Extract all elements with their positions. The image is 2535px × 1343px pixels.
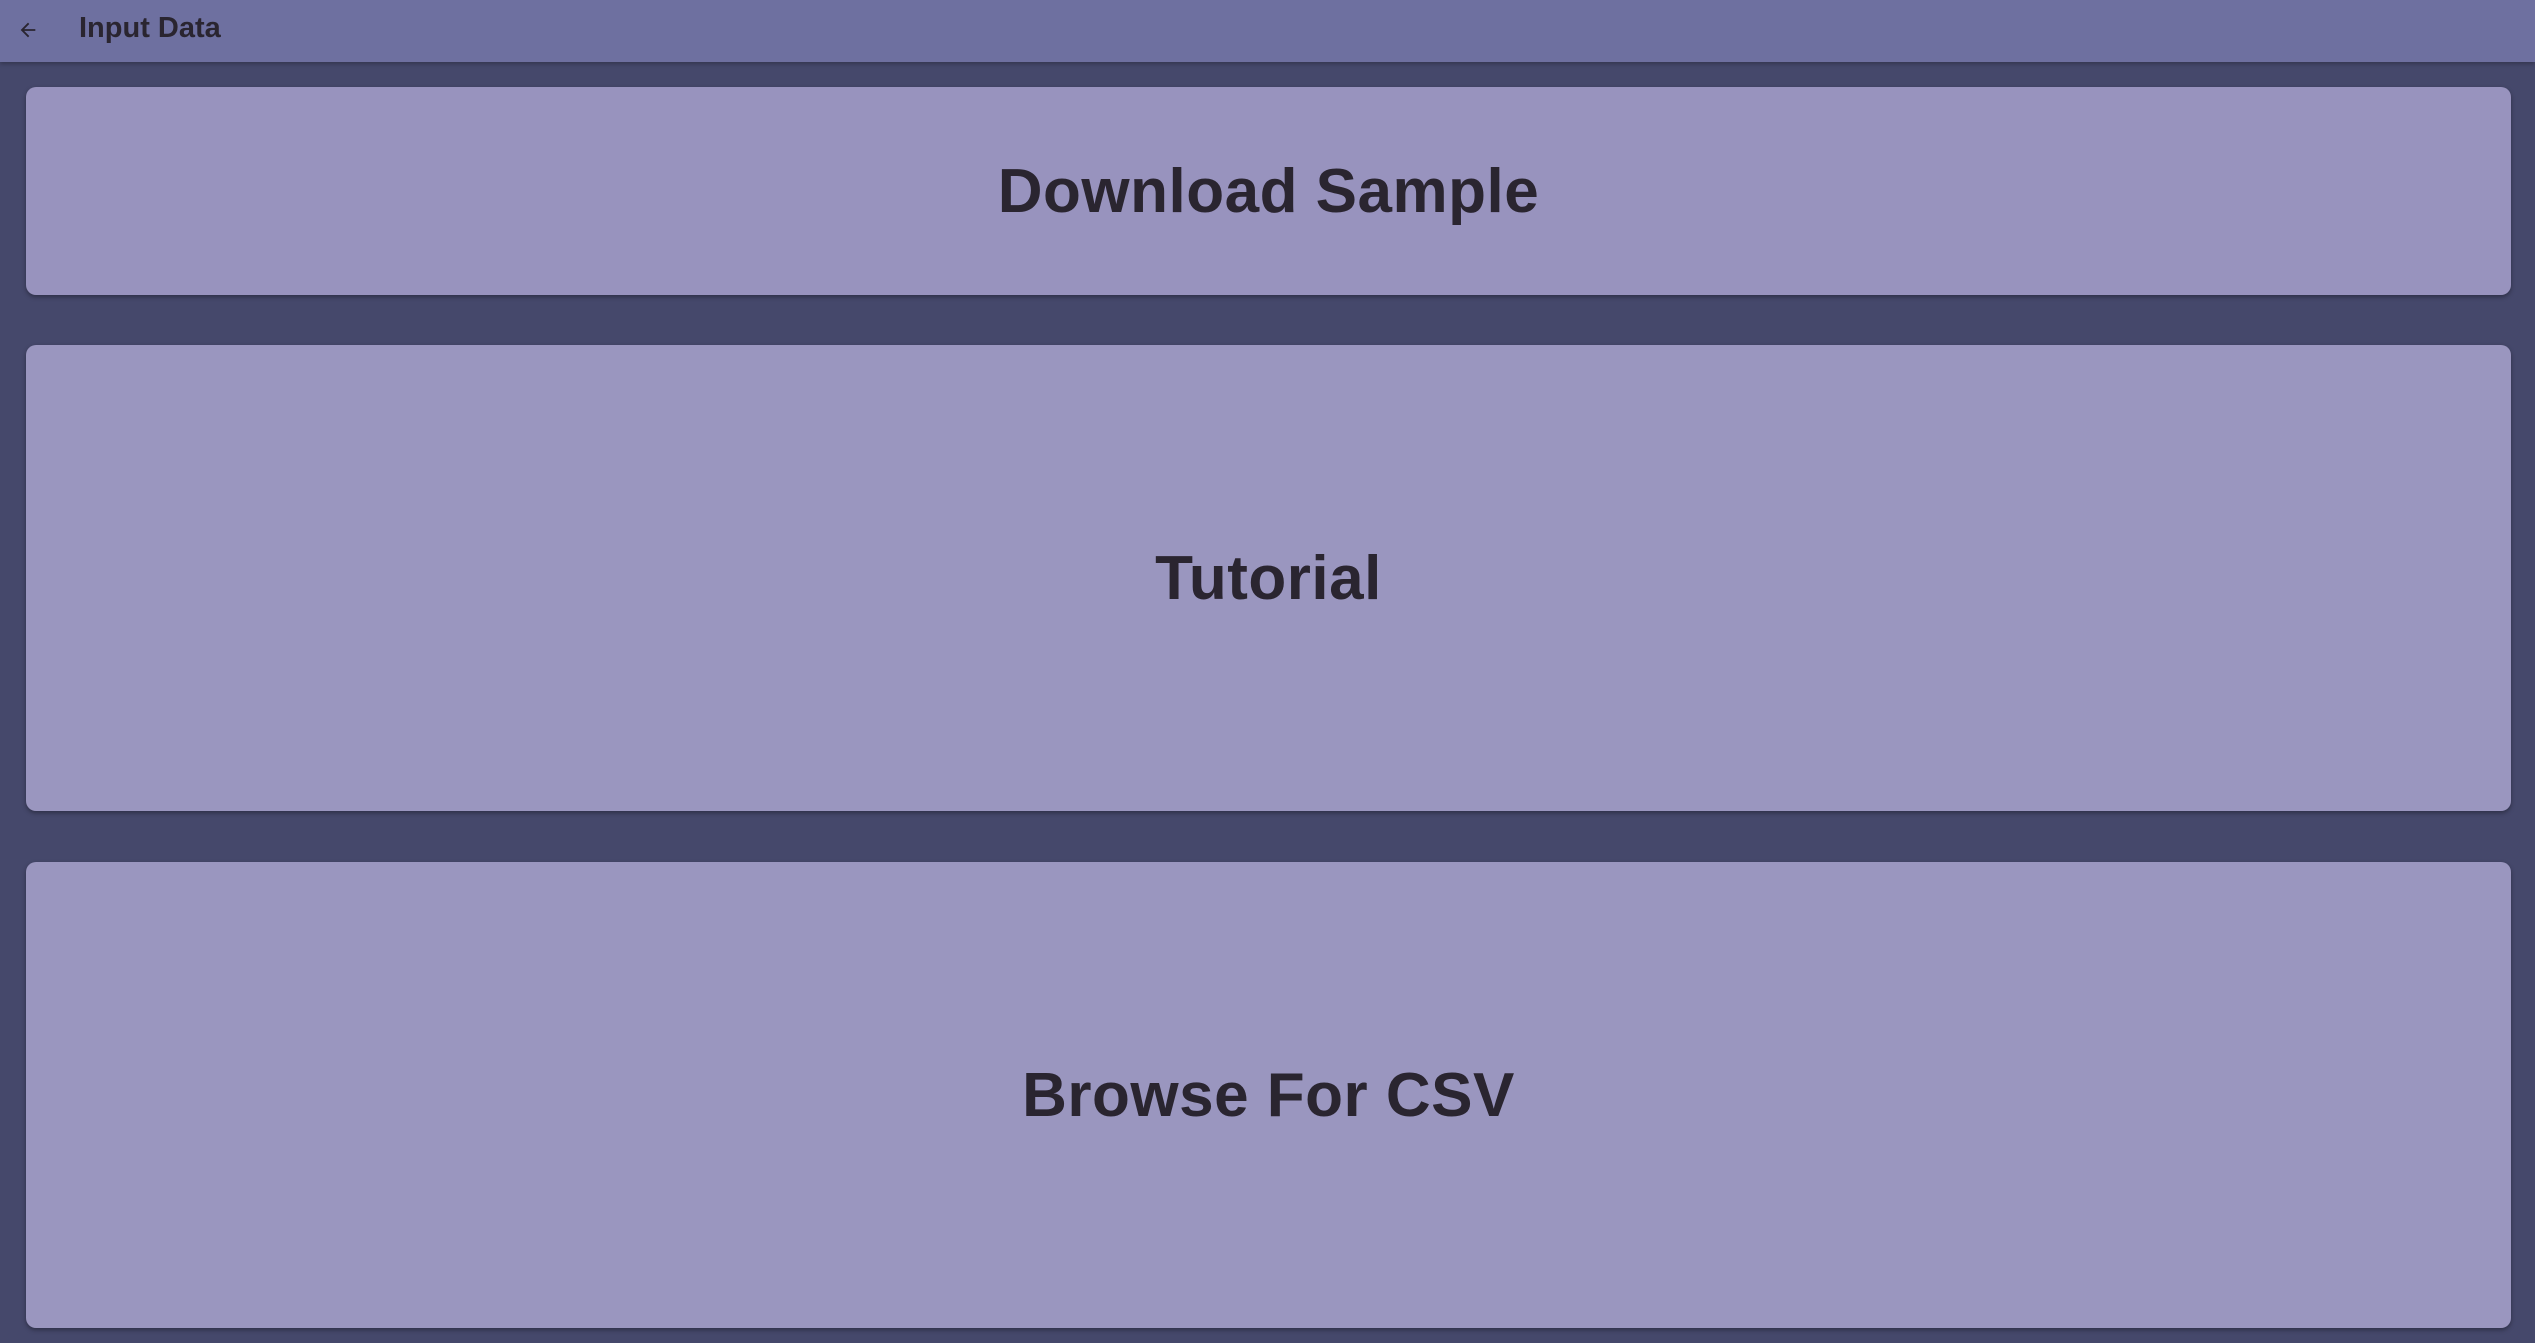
arrow-left-icon — [20, 22, 36, 38]
tutorial-button[interactable]: Tutorial — [26, 345, 2511, 811]
back-button[interactable] — [6, 8, 50, 52]
browse-csv-button[interactable]: Browse For CSV — [26, 862, 2511, 1328]
page-title: Input Data — [79, 12, 221, 44]
browse-csv-label: Browse For CSV — [1022, 1060, 1515, 1130]
download-sample-label: Download Sample — [997, 156, 1540, 226]
tutorial-label: Tutorial — [1155, 543, 1382, 613]
app-bar: Input Data — [0, 0, 2535, 62]
download-sample-button[interactable]: Download Sample — [26, 87, 2511, 295]
